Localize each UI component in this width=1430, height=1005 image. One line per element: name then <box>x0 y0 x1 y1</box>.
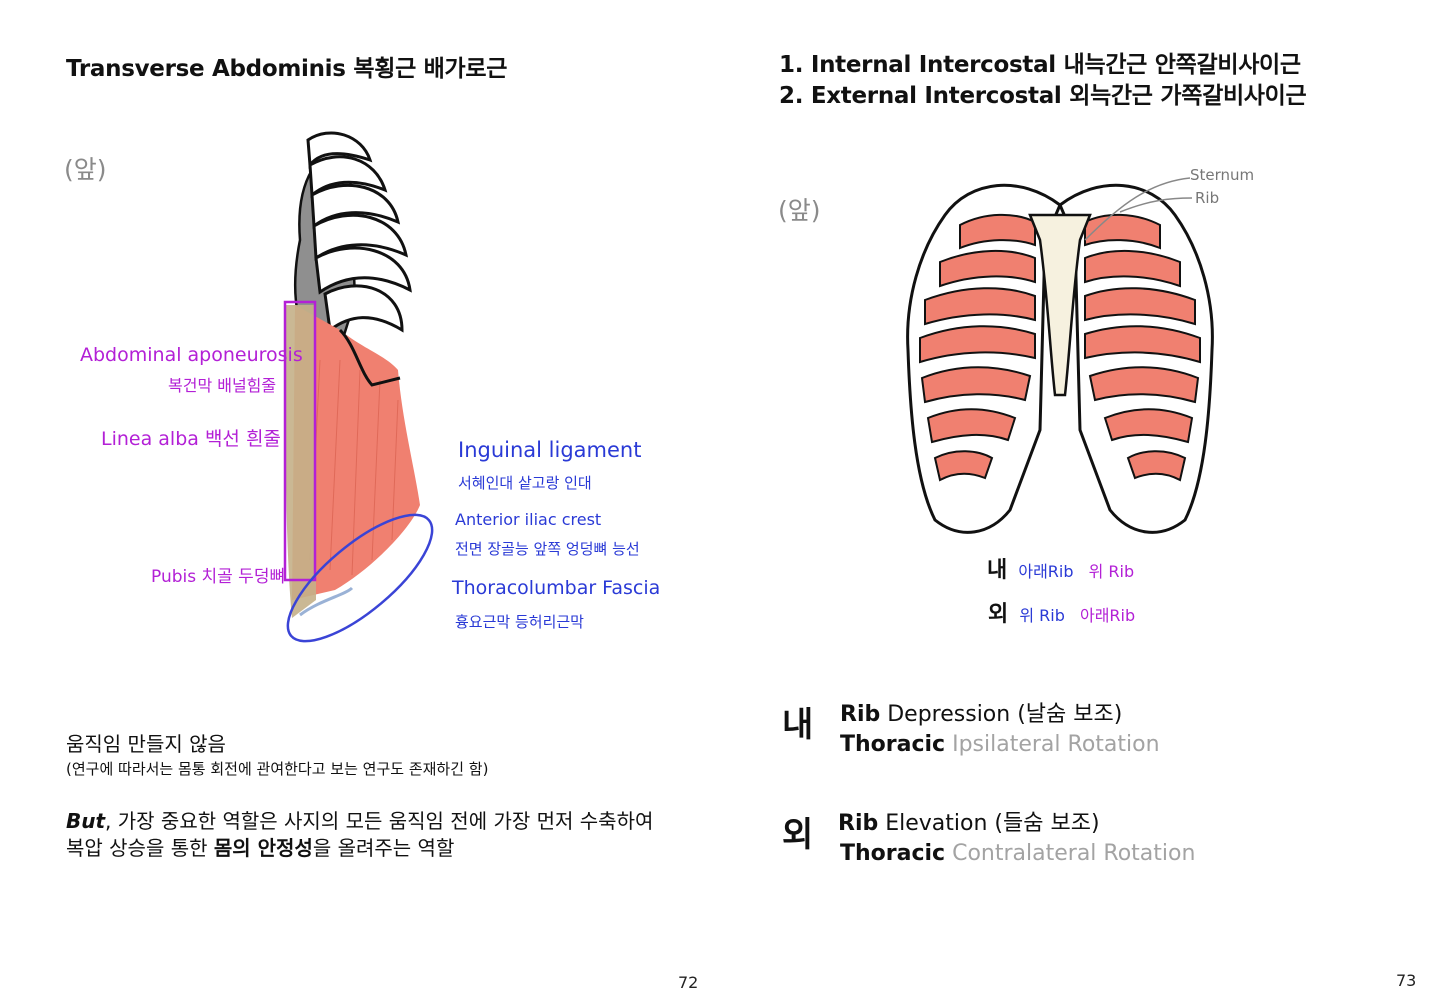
external-line-1: Rib Elevation (들숨 보조) <box>838 808 1100 839</box>
but-line-2: 복압 상승을 통한 몸의 안정성을 올려주는 역할 <box>66 834 454 862</box>
but-word: But <box>66 809 106 833</box>
right-page-title-line-1: 1. Internal Intercostal 내늑간근 안쪽갈비사이근 <box>779 52 1301 78</box>
left-front-label: (앞) <box>64 155 107 184</box>
external-line-2: Thoracic Contralateral Rotation <box>840 838 1195 869</box>
label-abdominal-aponeurosis: Abdominal aponeurosis <box>80 344 303 366</box>
external-line-1-bold: Rib <box>838 811 879 836</box>
internal-line-2-bold: Thoracic <box>840 732 946 757</box>
external-line-2-rest: Contralateral Rotation <box>945 841 1196 866</box>
left-page-title: Transverse Abdominis 복횡근 배가로근 <box>66 56 508 82</box>
but-line-1: But, 가장 중요한 역할은 사지의 모든 움직임 전에 가장 먼저 수축하여 <box>66 807 653 835</box>
internal-line-2-rest: Ipsilateral Rotation <box>945 732 1160 757</box>
internal-line-1-bold: Rib <box>840 702 881 727</box>
label-anterior-iliac-crest-kr: 전면 장골능 앞쪽 엉덩뼈 능선 <box>455 540 640 558</box>
but-line-2-post: 을 올려주는 역할 <box>312 836 455 860</box>
external-line-2-bold: Thoracic <box>840 841 946 866</box>
but-line-1-rest: , 가장 중요한 역할은 사지의 모든 움직임 전에 가장 먼저 수축하여 <box>105 809 654 833</box>
label-inguinal-ligament-kr: 서혜인대 샅고랑 인대 <box>458 474 592 492</box>
internal-line-1: Rib Depression (날숨 보조) <box>840 699 1122 730</box>
note-main: 움직임 만들지 않음 <box>66 732 226 756</box>
legend-external-to: 아래Rib <box>1079 606 1136 625</box>
internal-line-2: Thoracic Ipsilateral Rotation <box>840 729 1160 760</box>
label-anterior-iliac-crest: Anterior iliac crest <box>455 510 602 529</box>
note-sub: (연구에 따라서는 몸통 회전에 관여한다고 보는 연구도 존재하긴 함) <box>66 760 489 778</box>
legend-external-char: 외 <box>988 602 1009 627</box>
right-page-title-line-2: 2. External Intercostal 외늑간근 가쪽갈비사이근 <box>779 83 1307 109</box>
page-number-right: 73 <box>1396 971 1417 990</box>
label-inguinal-ligament: Inguinal ligament <box>458 438 642 462</box>
right-front-label: (앞) <box>778 196 821 225</box>
legend-internal-from: 아래Rib <box>1018 562 1074 581</box>
internal-line-1-rest: Depression (날숨 보조) <box>880 702 1123 727</box>
internal-char: 내 <box>782 705 814 745</box>
page-number-left: 72 <box>678 973 699 992</box>
legend-internal: 내 아래Rib 위 Rib <box>987 552 1134 584</box>
legend-internal-char: 내 <box>987 558 1008 583</box>
label-sternum: Sternum <box>1190 166 1255 184</box>
label-abdominal-aponeurosis-kr: 복건막 배널힘줄 <box>168 376 277 395</box>
label-thoracolumbar-fascia-kr: 흉요근막 등허리근막 <box>455 613 584 631</box>
but-line-2-pre: 복압 상승을 통한 <box>66 836 214 860</box>
external-char: 외 <box>782 815 814 855</box>
label-thoracolumbar-fascia: Thoracolumbar Fascia <box>452 577 661 599</box>
but-line-2-bold: 몸의 안정성 <box>213 836 313 860</box>
legend-internal-to: 위 Rib <box>1088 562 1135 581</box>
legend-external: 외 위 Rib 아래Rib <box>988 596 1135 628</box>
legend-external-from: 위 Rib <box>1019 606 1065 625</box>
external-line-1-rest: Elevation (들숨 보조) <box>878 811 1100 836</box>
label-linea-alba: Linea alba 백선 흰줄 <box>101 428 281 450</box>
label-rib: Rib <box>1195 189 1220 207</box>
label-pubis: Pubis 치골 두덩뼈 <box>151 567 286 587</box>
